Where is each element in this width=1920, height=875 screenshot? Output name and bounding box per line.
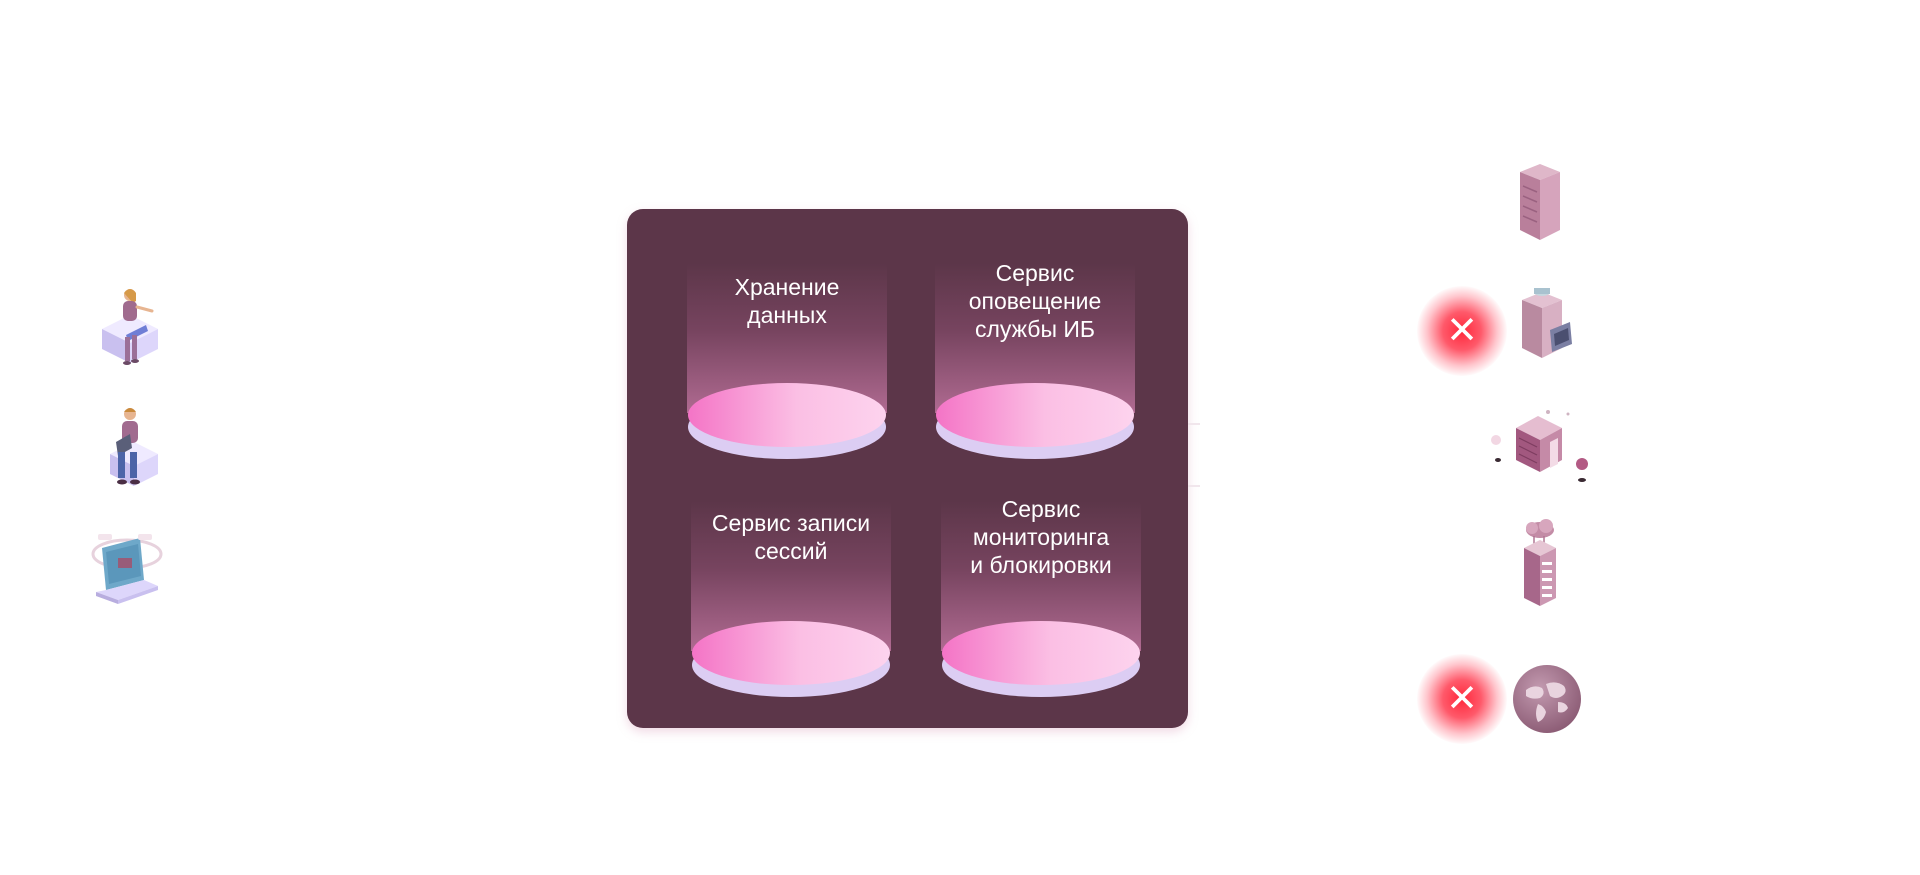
service-label: Хранение данных [734,274,840,328]
blocked-mark: ✕ [1417,654,1507,744]
database-server-icon [1516,284,1576,364]
service-monitoring-blocking: Сервис мониторинга и блокировки [941,496,1141,701]
user-man-laptop-icon [96,404,166,494]
service-label: Сервис оповещение службы ИБ [968,260,1102,342]
service-label: Сервис мониторинга и блокировки [970,496,1112,578]
service-security-alerts: Сервис оповещение службы ИБ [935,260,1135,463]
connector-line [1188,485,1200,487]
cloud-server-icon [1510,518,1570,608]
service-data-storage: Хранение данных [687,263,887,463]
user-woman-laptop-icon [96,285,166,371]
platform-disk [688,383,886,459]
services-panel: Хранение данных Сервис оповещение службы… [627,209,1188,728]
blocked-mark: ✕ [1417,286,1507,376]
connector-line [1188,423,1200,425]
globe-icon [1512,664,1582,734]
laptop-icon [88,528,166,612]
service-session-recording: Сервис записи сессий [691,501,891,701]
datacenter-building-icon [1486,402,1598,488]
service-label: Сервис записи сессий [711,510,871,564]
platform-disk [692,621,890,697]
server-rack-icon [1514,162,1568,242]
platform-disk [942,621,1140,697]
platform-disk [936,383,1134,459]
